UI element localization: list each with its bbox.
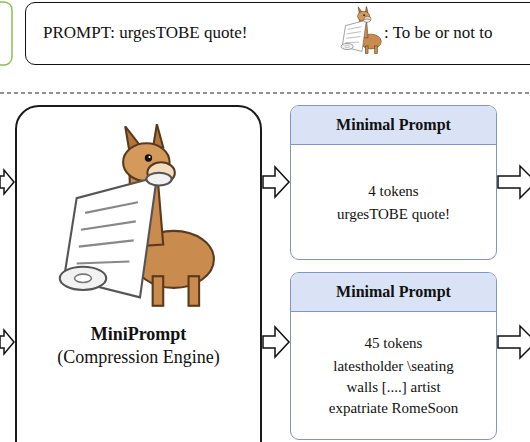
incoming-arrow <box>0 170 14 194</box>
incoming-arrow <box>0 330 14 354</box>
box-header: Minimal Prompt <box>291 273 496 312</box>
minimal-prompt-box: Minimal Prompt 45 tokenslatestholder \sea… <box>290 272 497 440</box>
prompt-box: PROMPT: urgesTOBE quote! : To be or not t… <box>25 2 530 65</box>
token-count: 45 tokens <box>365 333 423 354</box>
prompt-text: PROMPT: urgesTOBE quote! <box>43 23 247 43</box>
block-arrow <box>263 327 289 357</box>
engine-box: MiniPrompt(Compression Engine) <box>15 105 262 442</box>
dashed-separator <box>0 92 530 93</box>
outgoing-arrow <box>498 326 530 358</box>
box-header: Minimal Prompt <box>291 106 496 145</box>
outgoing-arrow <box>498 166 530 198</box>
engine-subtitle: (Compression Engine) <box>17 346 260 369</box>
compressed-prompt: latestholder \seating walls [....] artis… <box>318 356 470 419</box>
offscreen-box <box>0 2 12 65</box>
block-arrow <box>263 167 289 197</box>
engine-name: MiniPrompt <box>17 323 260 346</box>
compressed-prompt: urgesTOBE quote! <box>337 204 450 225</box>
quote-text: : To be or not to <box>384 23 493 43</box>
llama-illustration <box>60 124 214 306</box>
minimal-prompt-box: Minimal Prompt 4 tokensurgesTOBE quote! <box>290 105 497 260</box>
llama-icon <box>341 6 381 53</box>
token-count: 4 tokens <box>368 181 418 202</box>
